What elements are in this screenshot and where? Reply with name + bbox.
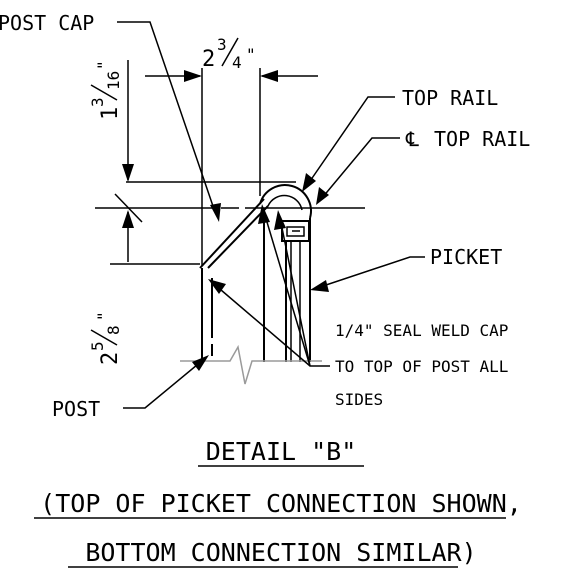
dim-top-offset-num: 3 bbox=[88, 97, 107, 107]
dim-top-offset-den: 16 bbox=[104, 71, 123, 90]
annotations: POST CAP TOP RAIL ℄ TOP RAIL PICKET 1/4"… bbox=[0, 11, 530, 568]
picket-leader bbox=[313, 256, 425, 290]
dimensions bbox=[110, 60, 318, 266]
dim-cap-drop-slash bbox=[90, 329, 118, 346]
post-leader bbox=[123, 359, 204, 409]
detail-title: DETAIL "B" bbox=[206, 437, 357, 466]
top-rail-arrow bbox=[302, 173, 316, 192]
dim-top-width-slash bbox=[221, 37, 239, 67]
post-label: POST bbox=[52, 397, 100, 421]
cl-symbol: ℄ bbox=[405, 127, 419, 151]
dim-cap-drop: 2 5 8 " bbox=[88, 311, 123, 365]
post-cap-arrow bbox=[210, 203, 221, 222]
picket-arrow bbox=[310, 280, 329, 292]
weld-leader-right bbox=[279, 217, 311, 367]
top-rail-label: TOP RAIL bbox=[402, 86, 498, 110]
weld-note-line1: 1/4" SEAL WELD CAP bbox=[335, 321, 508, 340]
dim-top-offset: 1 3 16 " bbox=[88, 60, 123, 120]
post-arrow bbox=[192, 355, 209, 371]
weld-arrow-right bbox=[274, 210, 286, 230]
post-cap-label: POST CAP bbox=[0, 11, 94, 35]
dim-top-width-whole: 2 bbox=[202, 47, 215, 72]
dim-cap-drop-whole: 2 bbox=[98, 352, 123, 365]
top-rail-channel-lip bbox=[286, 226, 305, 237]
dim-top-offset-unit: " bbox=[94, 60, 113, 70]
dim-cap-drop-den: 8 bbox=[104, 325, 123, 335]
detail-subtitle-line2: BOTTOM CONNECTION SIMILAR) bbox=[85, 538, 476, 567]
dim-top-offset-slash bbox=[90, 84, 118, 101]
dim-cap-drop-num: 5 bbox=[88, 341, 107, 351]
dim-tick bbox=[114, 193, 143, 223]
post-cap-leader bbox=[117, 21, 216, 213]
post-cap-plate-inner bbox=[207, 205, 269, 269]
weld-note-line3: SIDES bbox=[335, 390, 383, 409]
dim-top-offset-whole: 1 bbox=[98, 107, 123, 120]
detail-subtitle-line1: (TOP OF PICKET CONNECTION SHOWN, bbox=[40, 489, 522, 518]
vert-dim-arrow-lower bbox=[122, 210, 134, 228]
leaders bbox=[117, 21, 425, 409]
dim-top-width-num: 3 bbox=[217, 35, 227, 54]
dim-top-width-den: 4 bbox=[232, 53, 242, 72]
cl-top-rail-label: TOP RAIL bbox=[434, 127, 530, 151]
weld-note-line2: TO TOP OF POST ALL bbox=[335, 357, 508, 376]
dim-cap-drop-unit: " bbox=[94, 311, 113, 321]
post-cap-plate-outer bbox=[199, 198, 265, 269]
weld-leader-main bbox=[213, 283, 330, 367]
picket-label: PICKET bbox=[430, 245, 502, 269]
top-rail-inner bbox=[267, 194, 303, 211]
top-rail-round bbox=[259, 184, 312, 219]
weld-arrow-left bbox=[208, 279, 226, 294]
break-line bbox=[180, 344, 322, 385]
dim-top-width-unit: " bbox=[246, 45, 256, 64]
vert-dim-arrow-upper bbox=[122, 164, 134, 182]
cl-top-rail-leader bbox=[321, 137, 400, 199]
weld-arrow-mid bbox=[258, 204, 270, 224]
dim-top-width: 2 3 4 " bbox=[202, 35, 256, 72]
top-rail-leader bbox=[307, 96, 395, 185]
dim-arrow-left-head bbox=[184, 70, 202, 82]
cl-top-rail-arrow bbox=[316, 187, 329, 205]
weld-leader-mid bbox=[263, 211, 311, 367]
dim-arrow-right-head bbox=[260, 70, 278, 82]
